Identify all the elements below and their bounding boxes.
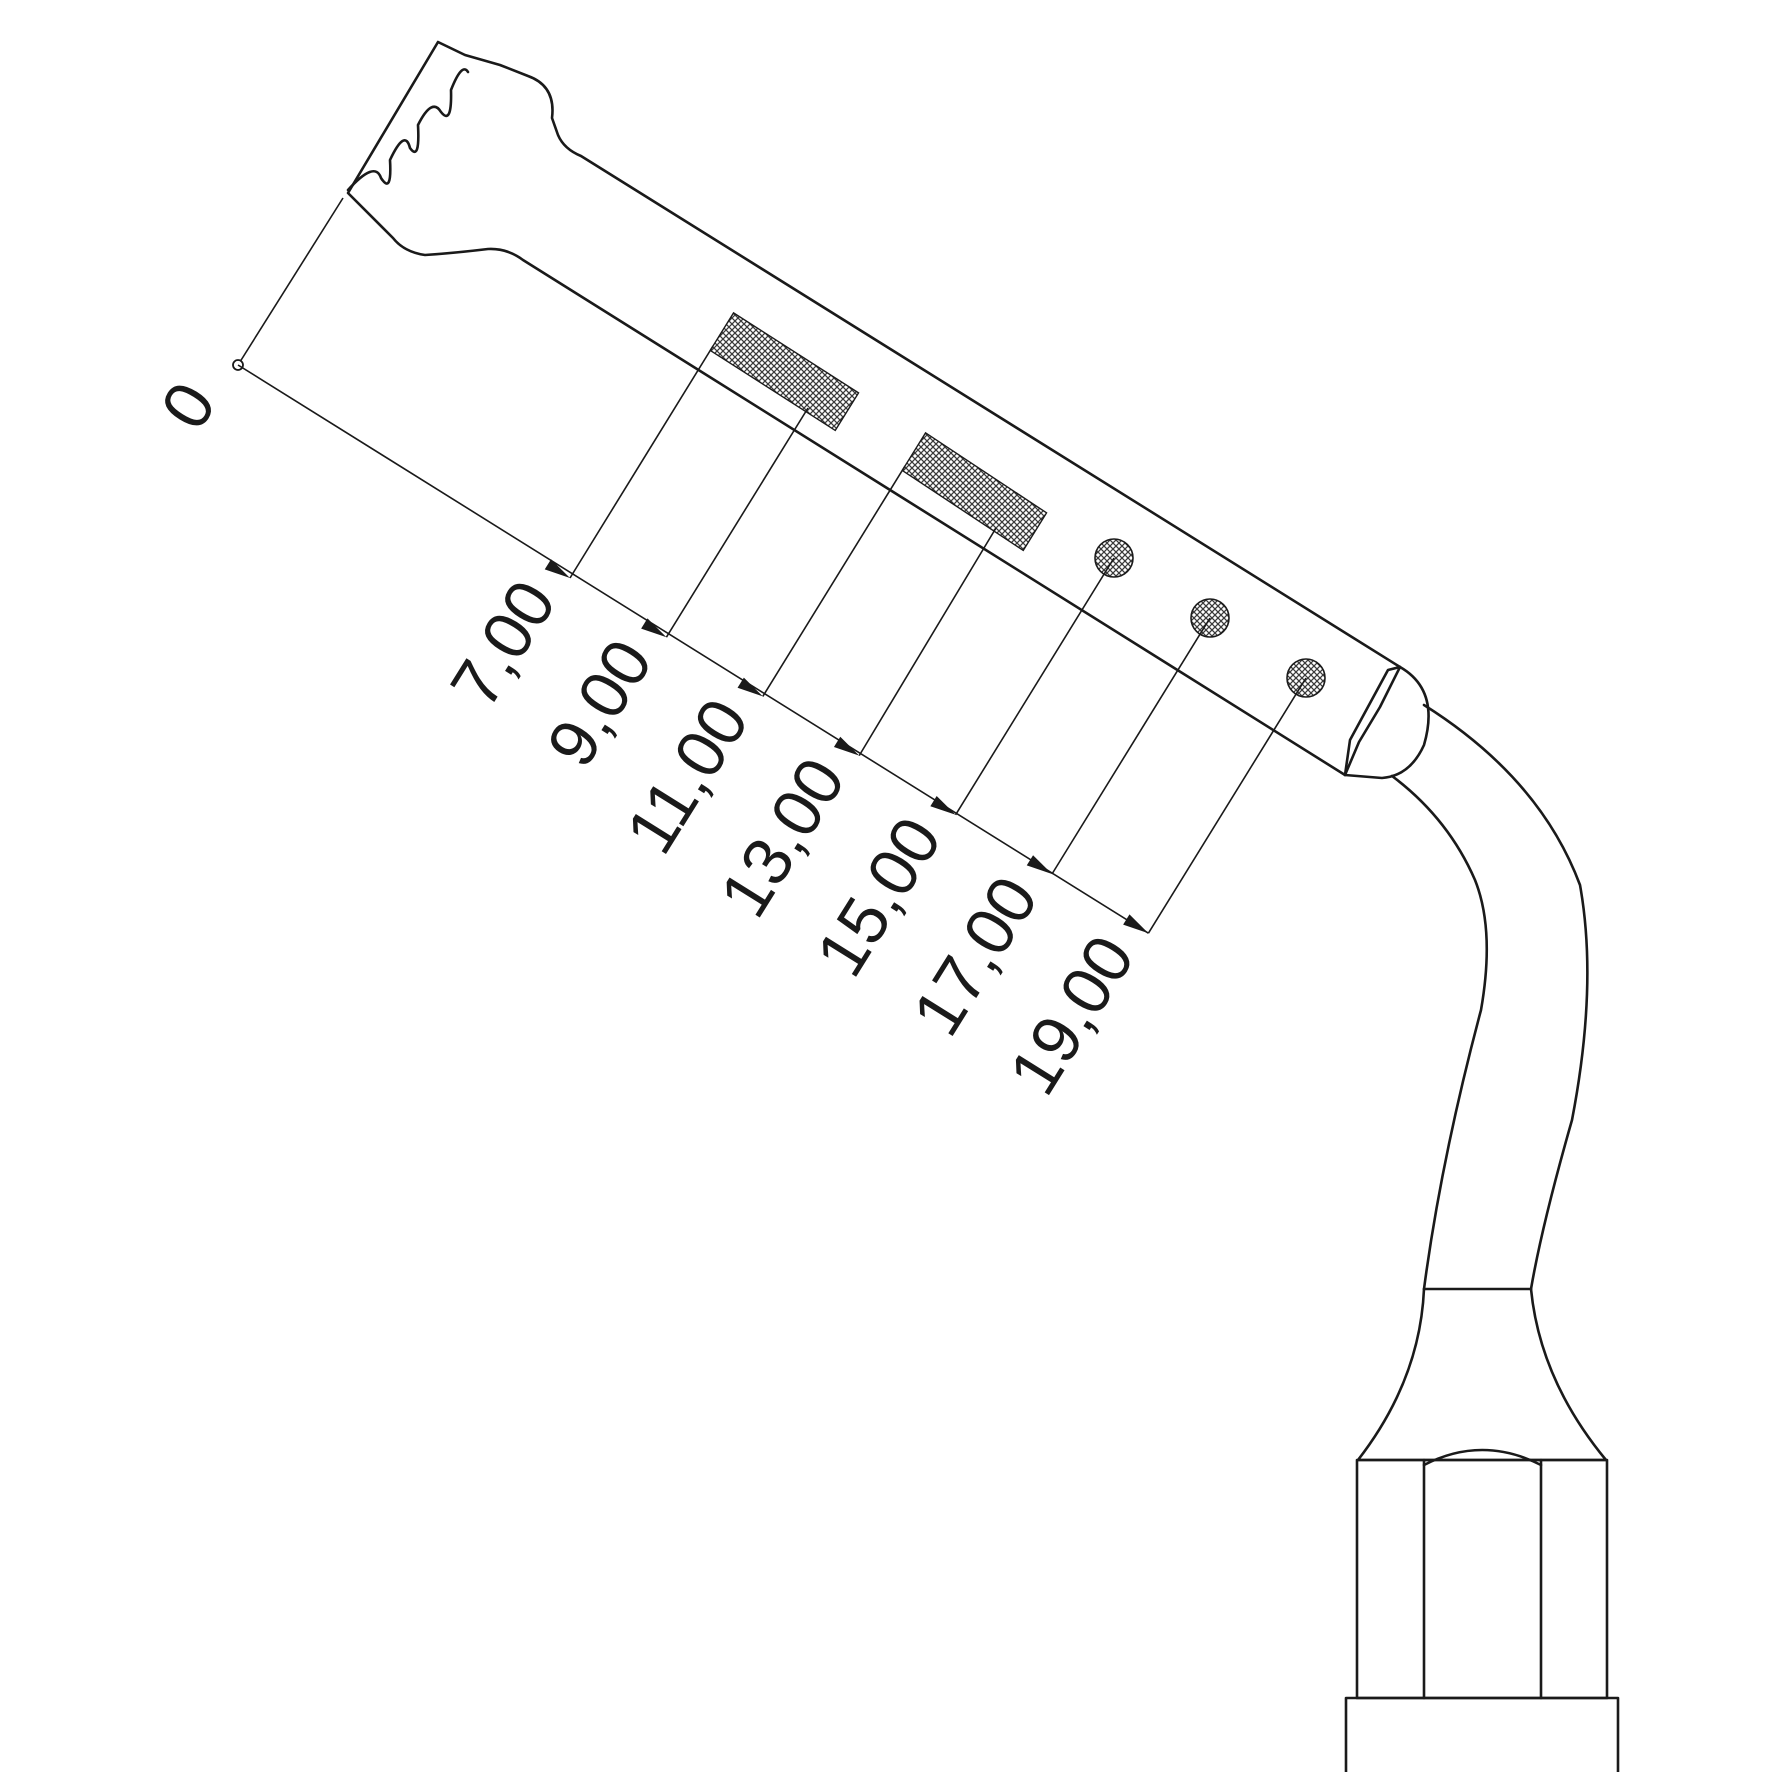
neck-joint: [1343, 665, 1430, 780]
leader-line-7: [569, 345, 714, 579]
leader-line-15: [954, 557, 1115, 816]
band-11-13-marking: [901, 431, 1048, 552]
hex-top-curve: [1422, 1448, 1543, 1467]
shank-inner-edge: [1390, 774, 1489, 1291]
dimension-arrowhead-15: [930, 795, 956, 815]
leader-line-17: [1051, 617, 1211, 875]
origin-leader-line: [237, 197, 344, 366]
tip-neck: [1343, 665, 1430, 780]
dimension-arrowhead-13: [833, 736, 860, 756]
dimension-arrowhead-11: [737, 677, 763, 697]
dimension-arrowhead-19: [1123, 914, 1149, 934]
hex-flare: [1356, 1287, 1608, 1462]
dimension-label-9: 9,00: [533, 627, 668, 780]
tip-shank: [1390, 703, 1589, 1291]
dimension-baseline: [237, 364, 1149, 934]
tip-blade: [346, 40, 1402, 777]
band-7-9-marking: [709, 311, 860, 432]
neck-inner-line: [1343, 665, 1402, 777]
dimension-arrowhead-7: [544, 559, 570, 578]
dimension-arrowhead-9: [641, 618, 667, 638]
saw-teeth: [346, 68, 470, 192]
blade-outline: [346, 40, 1402, 777]
origin-label: 0: [146, 370, 230, 442]
shank-outer-edge: [1422, 703, 1589, 1291]
dimension-label-7: 7,00: [436, 568, 571, 721]
leader-line-13: [858, 527, 997, 757]
hex-body: [1355, 1458, 1609, 1700]
leader-line-19: [1147, 677, 1307, 934]
leader-line-9: [665, 407, 809, 638]
leader-line-11: [762, 465, 906, 697]
tip-hex-connector: [1344, 1287, 1620, 1772]
dimension-arrowhead-17: [1026, 855, 1052, 874]
connector-base: [1344, 1696, 1620, 1772]
